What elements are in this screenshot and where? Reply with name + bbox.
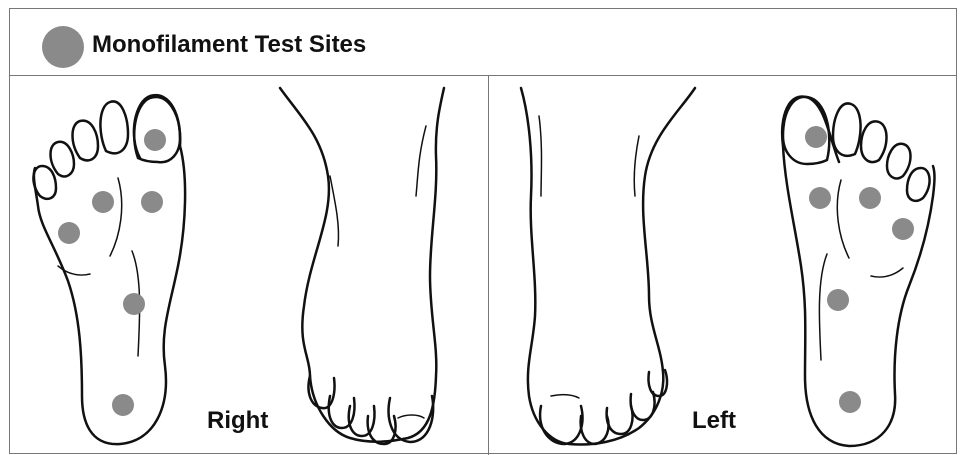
left-test-sites xyxy=(805,126,914,413)
right-site-heel xyxy=(112,394,134,416)
left-dorsal-toe-4 xyxy=(631,392,655,420)
test-site-legend-dot xyxy=(42,26,84,68)
left-dorsal-big-toe xyxy=(540,406,582,444)
right-site-midfoot xyxy=(123,293,145,315)
panel-left: Left xyxy=(489,76,958,455)
right-sole-toe-2 xyxy=(100,101,128,153)
left-foot-label: Left xyxy=(692,407,736,435)
diagram-frame: Monofilament Test Sites xyxy=(9,8,957,454)
left-sole-toe-2 xyxy=(833,103,861,155)
right-site-metatarsal-3 xyxy=(92,191,114,213)
right-foot-label: Right xyxy=(207,407,268,435)
left-dorsal-outline xyxy=(521,88,695,444)
left-site-metatarsal-1 xyxy=(809,187,831,209)
left-site-metatarsal-3 xyxy=(859,187,881,209)
page-title: Monofilament Test Sites xyxy=(92,29,366,61)
right-test-sites xyxy=(58,129,166,416)
left-sole-toe-3 xyxy=(861,121,887,162)
right-sole-toe-4 xyxy=(51,142,75,177)
right-site-metatarsal-1 xyxy=(141,191,163,213)
header: Monofilament Test Sites xyxy=(10,9,956,76)
left-site-big-toe xyxy=(805,126,827,148)
right-site-big-toe xyxy=(144,129,166,151)
left-dorsal-toe-3 xyxy=(607,406,633,434)
left-dorsal-toe-2 xyxy=(581,416,609,444)
right-site-metatarsal-5 xyxy=(58,222,80,244)
left-sole-toe-4 xyxy=(887,144,911,179)
left-site-metatarsal-5 xyxy=(892,218,914,240)
panel-right: Right xyxy=(10,76,488,455)
left-site-heel xyxy=(839,391,861,413)
left-feet-illustration xyxy=(489,76,958,455)
right-feet-illustration xyxy=(10,76,488,455)
left-sole-toe-5 xyxy=(907,168,930,201)
right-sole-toe-3 xyxy=(73,121,99,161)
left-site-midfoot xyxy=(827,289,849,311)
right-dorsal-outline xyxy=(280,88,444,442)
